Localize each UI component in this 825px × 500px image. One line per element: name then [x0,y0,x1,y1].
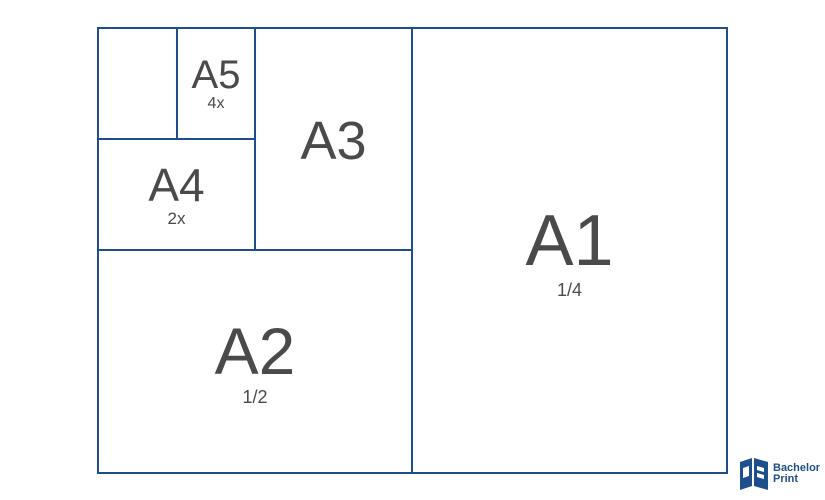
book-logo-icon [740,458,768,490]
label-a4: A4 2x [97,162,256,227]
a1-ratio: 1/4 [556,280,583,300]
label-a2: A2 1/2 [97,318,413,406]
logo-line1: Bachelor [773,462,821,474]
a5-name: A5 [191,53,241,97]
logo-wordmark: Bachelor Print [773,463,820,485]
a4-ratio: 2x [167,209,186,228]
label-a3: A3 [254,114,413,168]
a5-ratio: 4x [207,95,225,112]
a2-ratio: 1/2 [242,387,268,407]
a2-name: A2 [214,314,296,388]
bachelorprint-logo: Bachelor Print [738,456,822,492]
a3-name: A3 [300,111,367,171]
label-a1: A1 1/4 [411,205,728,299]
a1-name: A1 [525,201,614,281]
label-a5: A5 4x [176,55,256,112]
box-a6-empty [97,27,178,140]
a4-name: A4 [148,159,205,211]
logo-line2: Print [773,473,799,485]
